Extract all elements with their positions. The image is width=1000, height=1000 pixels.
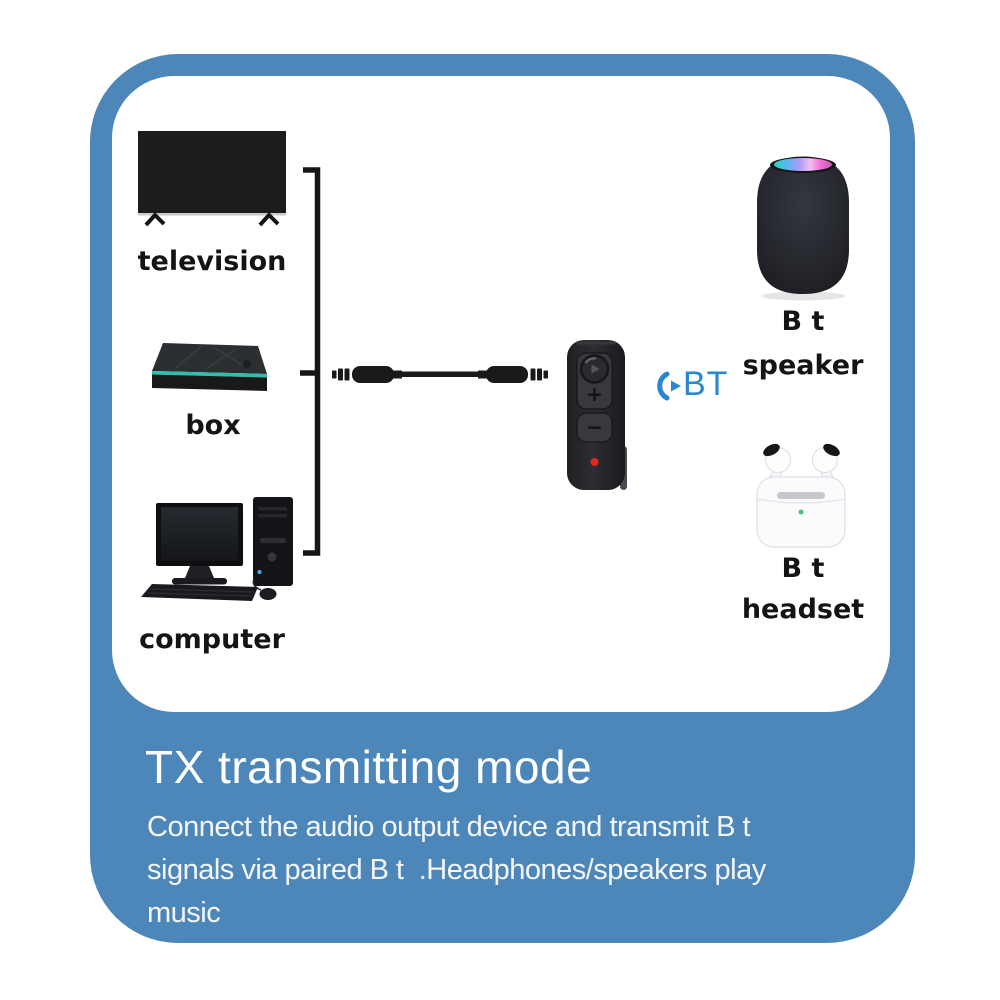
bt-speaker-label-bottom: speaker [742, 350, 864, 381]
footer-description-line: Connect the audio output device and tran… [147, 811, 751, 843]
bt-headset-label-bottom: headset [741, 594, 865, 625]
footer-description-line: music [147, 897, 221, 929]
bt-headset-label-top: B t [781, 553, 825, 584]
bt-label: BT [683, 365, 729, 403]
footer-description-line: signals via paired B t .Headphones/speak… [147, 854, 766, 886]
bt-speaker-label-top: B t [781, 306, 825, 337]
footer-title: TX transmitting mode [145, 741, 593, 793]
computer-label: computer [139, 624, 285, 655]
television-label: television [137, 246, 287, 277]
box-label: box [185, 410, 241, 441]
